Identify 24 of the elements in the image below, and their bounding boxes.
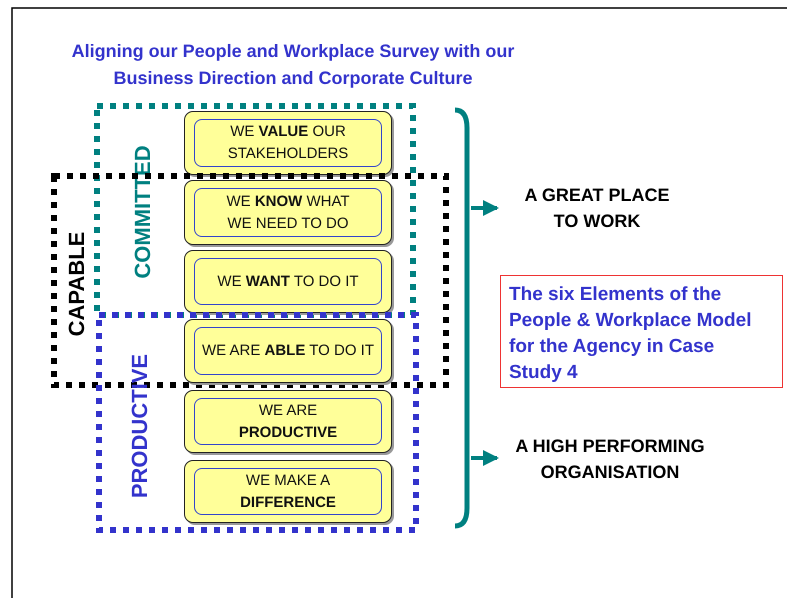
outcome-text: A GREAT PLACE TO WORK [523, 184, 670, 233]
group-label: COMMITTED [132, 145, 154, 279]
note-text: The six Elements of the People & Workplace Model for the Agency in Case Study 4 [509, 283, 752, 385]
dotted-group-frame [97, 106, 413, 315]
statement-text: WE ARE ABLE TO DO IT [202, 341, 374, 361]
statement-text: WE MAKE A DIFFERENCE [239, 470, 337, 512]
group-label: CAPABLE [66, 232, 88, 336]
statement-box [184, 250, 392, 313]
statement-box [184, 390, 392, 453]
statement-text: WE VALUE OUR STAKEHOLDERS [226, 122, 350, 164]
statement-box [184, 460, 392, 523]
statement-text: WE ARE PRODUCTIVE [238, 400, 338, 442]
arrow [471, 450, 499, 466]
statement-text: WE KNOW WHAT WE NEED TO DO [225, 192, 351, 234]
statement-text: WE WANT TO DO IT [217, 272, 359, 292]
outcome-text: A HIGH PERFORMING ORGANISATION [514, 435, 706, 484]
statement-box [184, 111, 392, 175]
title: Aligning our People and Workplace Survey with our Business Direction and Corporate Culture [70, 40, 516, 90]
statement-box [184, 180, 392, 245]
dotted-group-frame [99, 315, 416, 530]
group-label: PRODUCTIVE [129, 354, 151, 498]
statement-box [184, 319, 392, 383]
note-box [500, 275, 783, 388]
arrow [471, 200, 499, 216]
